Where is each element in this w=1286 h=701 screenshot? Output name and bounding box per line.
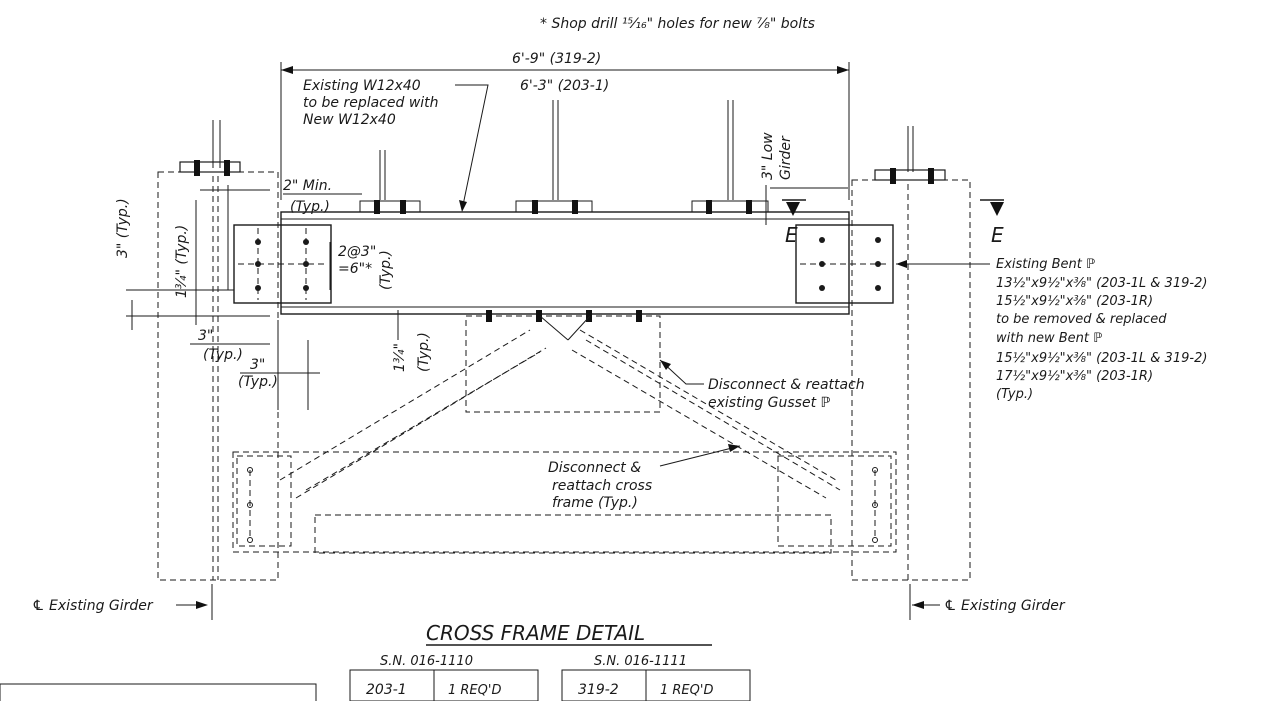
bent-plate-line-2: 13½"x9½"x⅜" (203-1L & 319-2) <box>996 276 1207 291</box>
title-block-fragment <box>0 683 317 701</box>
section-marks: E E <box>782 199 1004 247</box>
d175-typ-label: 1¾" (Typ.) <box>174 225 190 298</box>
girder-right-label: ℄ Existing Girder <box>944 598 1066 614</box>
gusset-line-1: Disconnect & reattach <box>708 377 865 393</box>
min-2-label: 2" Min. <box>283 178 332 194</box>
gusset-plate <box>465 310 661 413</box>
bent-plate-line-4: to be removed & replaced <box>996 312 1167 327</box>
sn-1-label: S.N. 016-1110 <box>380 654 473 669</box>
detail-title-text: CROSS FRAME DETAIL <box>426 621 645 645</box>
gusset-line-2: existing Gusset ℙ <box>708 395 831 411</box>
bent-plate-line-7: 17½"x9½"x⅜" (203-1R) <box>996 369 1153 384</box>
d175-b-label: 1¾" <box>392 343 408 372</box>
section-mark-left: E <box>785 223 798 247</box>
spacing-label: 2@3" <box>338 244 376 260</box>
sn-1-id: 203-1 <box>366 682 407 698</box>
spacing2-label: =6"* <box>338 261 372 277</box>
cross-frame-line-3: frame (Typ.) <box>552 495 638 511</box>
span-dimension: 6'-9" (319-2) 6'-3" (203-1) <box>280 51 850 200</box>
existing-w-line-1: Existing W12x40 <box>303 78 421 94</box>
right-girder <box>851 126 971 581</box>
bent-plate-line-8: (Typ.) <box>996 387 1033 402</box>
left-dimensions: 2" Min. (Typ.) 3" (Typ.) 1¾" (Typ.) 2@3"… <box>115 178 432 410</box>
lower-frame <box>232 451 897 554</box>
d175-b-typ-label: (Typ.) <box>416 332 432 372</box>
span-203-label: 6'-3" (203-1) <box>520 78 609 94</box>
d3-b-label: 3" <box>250 357 265 373</box>
bent-plate-line-3: 15½"x9½"x⅜" (203-1R) <box>996 294 1153 309</box>
right-bent-plate <box>795 224 894 304</box>
girder-centerline-labels: ℄ Existing Girder ℄ Existing Girder <box>32 584 1066 620</box>
min-2-typ-label: (Typ.) <box>290 199 330 215</box>
typ-a-label: (Typ.) <box>203 347 243 363</box>
sn-2-label: S.N. 016-1111 <box>594 654 687 669</box>
d3-a-label: 3" <box>198 328 213 344</box>
existing-w-line-2: to be replaced with <box>303 95 439 111</box>
shop-drill-note: * Shop drill ¹⁵⁄₁₆" holes for new ⁷⁄₈" b… <box>540 16 815 32</box>
sn-table-1: S.N. 016-1110 203-1 1 REQ'D <box>349 654 539 701</box>
low-girder-note: 3" Low Girder <box>760 132 848 225</box>
typ-b-label: (Typ.) <box>238 374 278 390</box>
sn-2-id: 319-2 <box>578 682 619 698</box>
section-mark-right: E <box>991 223 1004 247</box>
sn-2-req: 1 REQ'D <box>660 683 713 698</box>
d3-typ-vert-label: 3" (Typ.) <box>115 198 131 258</box>
bent-plate-line-5: with new Bent ℙ <box>996 331 1102 346</box>
low-girder-b: Girder <box>778 135 794 180</box>
existing-w-callout: Existing W12x40 to be replaced with New … <box>303 78 489 212</box>
sn-table-2: S.N. 016-1111 319-2 1 REQ'D <box>561 654 751 701</box>
cross-frame-line-1: Disconnect & <box>548 460 641 476</box>
sn-1-req: 1 REQ'D <box>448 683 501 698</box>
bent-plate-callout: Existing Bent ℙ 13½"x9½"x⅜" (203-1L & 31… <box>896 257 1207 402</box>
existing-w-line-3: New W12x40 <box>303 112 396 128</box>
cross-frame-diagonals <box>279 315 841 499</box>
cross-frame-line-2: reattach cross <box>552 478 652 494</box>
cross-frame-callout: Disconnect & reattach cross frame (Typ.) <box>548 444 741 511</box>
bent-plate-line-6: 15½"x9½"x⅜" (203-1L & 319-2) <box>996 351 1207 366</box>
w12x40-beam <box>280 100 850 315</box>
girder-left-label: ℄ Existing Girder <box>32 598 154 614</box>
bent-plate-line-1: Existing Bent ℙ <box>996 257 1095 272</box>
spacing-typ-label: (Typ.) <box>378 250 394 290</box>
detail-title: CROSS FRAME DETAIL <box>426 621 712 646</box>
span-319-label: 6'-9" (319-2) <box>512 51 601 67</box>
left-bent-plate <box>233 224 332 304</box>
gusset-callout: Disconnect & reattach existing Gusset ℙ <box>659 359 865 411</box>
low-girder-a: 3" Low <box>760 132 776 180</box>
